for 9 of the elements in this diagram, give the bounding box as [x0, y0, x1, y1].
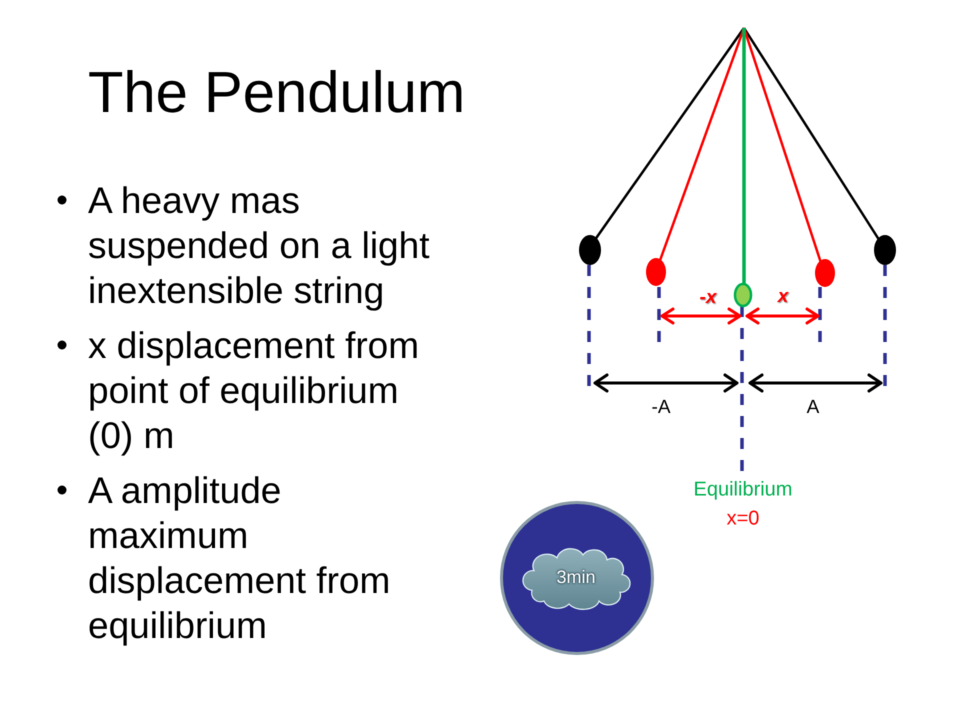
slide-title: The Pendulum	[88, 60, 466, 126]
dimension-label: A	[806, 397, 820, 419]
bullet-text: x displacement from point of equilibrium (0) m	[88, 324, 420, 458]
dimension-label: -x	[700, 287, 716, 309]
dimension-label: x	[778, 286, 788, 308]
position-label: x=0	[726, 508, 760, 530]
bullet-text: A amplitude maximum displacement from equilibrium	[88, 469, 392, 648]
equilibrium-label: Equilibrium	[694, 478, 792, 502]
dimension-label: -A	[652, 397, 670, 419]
